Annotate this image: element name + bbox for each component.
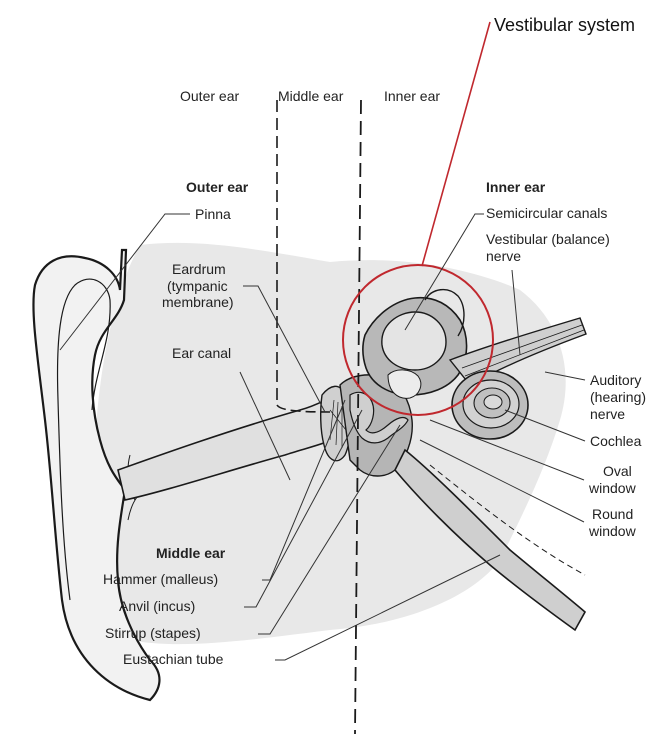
hammer-label: Hammer (malleus) (103, 571, 218, 587)
pinna-label: Pinna (195, 206, 231, 222)
ear-canal-label: Ear canal (172, 345, 231, 361)
vestibular-nerve-label-line1: Vestibular (balance) (486, 231, 610, 247)
eardrum-label-line2: (tympanic (167, 278, 228, 294)
vestibular-system-label: Vestibular system (494, 15, 635, 35)
vestibular-nerve-label-line2: nerve (486, 248, 521, 264)
inner-ear-header: Inner ear (486, 179, 546, 195)
column-label-inner: Inner ear (384, 88, 440, 104)
outer-ear-header: Outer ear (186, 179, 249, 195)
eardrum-label-line3: membrane) (162, 294, 234, 310)
cochlea-label: Cochlea (590, 433, 642, 449)
semicircular-canals-label: Semicircular canals (486, 205, 607, 221)
auditory-nerve-label-line1: Auditory (590, 372, 641, 388)
column-label-outer: Outer ear (180, 88, 239, 104)
column-label-middle: Middle ear (278, 88, 344, 104)
semicircular-canal-loop (382, 312, 446, 370)
stirrup-label: Stirrup (stapes) (105, 625, 201, 641)
round-window-label-line2: window (588, 523, 637, 539)
middle-ear-header: Middle ear (156, 545, 226, 561)
eardrum-label-line1: Eardrum (172, 261, 226, 277)
oval-window-label-line2: window (588, 480, 637, 496)
oval-window-label-line1: Oval (603, 463, 632, 479)
auditory-nerve-label-line2: (hearing) (590, 389, 646, 405)
vestibular-highlight-leader (422, 22, 490, 266)
anvil-label: Anvil (incus) (119, 598, 195, 614)
round-window-label-line1: Round (592, 506, 633, 522)
auditory-nerve-label-line3: nerve (590, 406, 625, 422)
eustachian-tube-label: Eustachian tube (123, 651, 224, 667)
cochlea-shape (452, 371, 528, 439)
